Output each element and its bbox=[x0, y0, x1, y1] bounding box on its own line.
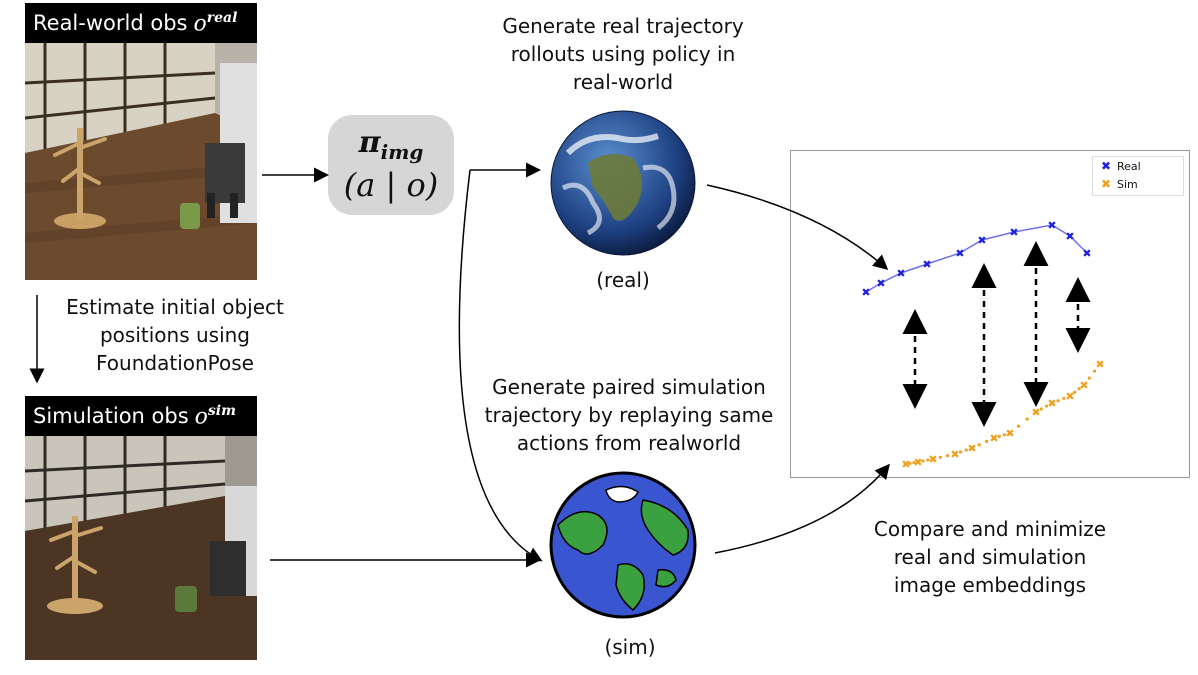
sim-trajectory-dot bbox=[1073, 390, 1077, 394]
sim-trajectory-dot bbox=[1025, 417, 1029, 421]
sim-trajectory-dot bbox=[1034, 410, 1038, 414]
real-caption: Generate real trajectory rollouts using … bbox=[502, 14, 744, 94]
sim-trajectory-dot bbox=[953, 452, 957, 456]
legend-sim: ✖Sim bbox=[1101, 177, 1138, 191]
sim-trajectory-dot bbox=[1044, 404, 1049, 408]
compare-caption: Compare and minimize real and simulation… bbox=[873, 517, 1107, 597]
sim-trajectory-dot bbox=[938, 455, 942, 459]
sim-caption: Generate paired simulation trajectory by… bbox=[484, 375, 774, 455]
sim-point-marker: ✖ bbox=[1047, 397, 1056, 410]
sim-trajectory-dot bbox=[926, 458, 930, 462]
sim-trajectory-dot bbox=[1039, 407, 1043, 411]
sim-point-marker: ✖ bbox=[1079, 379, 1088, 392]
real-point-marker: ✖ bbox=[896, 267, 905, 280]
real-point-marker: ✖ bbox=[955, 247, 964, 260]
real-obs-label-text: Real-world obs bbox=[33, 11, 188, 35]
real-trajectory-line bbox=[865, 224, 1088, 293]
real-point-marker: ✖ bbox=[876, 277, 885, 290]
real-scene-illustration bbox=[24, 43, 257, 280]
sim-point-marker: ✖ bbox=[1005, 427, 1014, 440]
estimate-caption: Estimate initial object positions using … bbox=[66, 295, 284, 375]
sim-trajectory-dot bbox=[959, 450, 963, 454]
real-point-marker: ✖ bbox=[1065, 230, 1074, 243]
sim-earth-icon bbox=[549, 471, 697, 619]
sim-trajectory-dot bbox=[970, 446, 974, 450]
real-point-marker: ✖ bbox=[922, 258, 931, 271]
pairing-arrows bbox=[902, 241, 1091, 427]
sim-globe-label: (sim) bbox=[604, 635, 656, 659]
legend-real: ✖Real bbox=[1101, 159, 1141, 173]
sim-trajectory-dot bbox=[1068, 394, 1072, 398]
legend-sim-marker: ✖ bbox=[1101, 177, 1112, 191]
sim-trajectory-dot bbox=[984, 439, 989, 443]
sim-trajectory-dot bbox=[1008, 431, 1012, 435]
sim-trajectory-dot bbox=[1082, 383, 1086, 387]
real-obs-symbol: oreal bbox=[193, 9, 238, 37]
sim-point-marker: ✖ bbox=[913, 456, 922, 469]
sim-point-marker: ✖ bbox=[989, 432, 998, 445]
sim-trajectory-dot bbox=[908, 461, 912, 465]
sim-trajectory-dot bbox=[992, 436, 996, 440]
sim-point-marker: ✖ bbox=[928, 453, 937, 466]
sim-point-marker: ✖ bbox=[1095, 358, 1104, 371]
plot-marks: ✖✖✖✖✖✖✖✖✖✖✖✖✖✖✖✖✖✖✖✖✖✖ bbox=[861, 219, 1104, 471]
sim-obs-image bbox=[24, 436, 257, 660]
real-obs-image bbox=[24, 43, 257, 280]
sim-scene-illustration bbox=[24, 436, 257, 660]
sim-trajectory-dot bbox=[1092, 369, 1097, 373]
sim-trajectory-dot bbox=[921, 459, 925, 463]
plot-legend: ✖Real ✖Sim bbox=[1092, 156, 1184, 196]
sim-point-marker: ✖ bbox=[967, 442, 976, 455]
real-point-marker: ✖ bbox=[977, 234, 986, 247]
policy-args: (a | o) bbox=[343, 165, 439, 204]
sim-obs-symbol: osim bbox=[194, 402, 236, 430]
sim-point-marker: ✖ bbox=[950, 448, 959, 461]
policy-box: πimg (a | o) bbox=[328, 115, 454, 215]
sim-trajectory-dot bbox=[1062, 396, 1066, 400]
arrow-sim-to-plot bbox=[714, 463, 890, 554]
sim-trajectory-dot bbox=[1098, 362, 1102, 366]
policy-symbol: πimg bbox=[358, 124, 424, 164]
real-point-marker: ✖ bbox=[1082, 247, 1091, 260]
real-obs-label: Real-world obs oreal bbox=[25, 3, 257, 43]
sim-trajectory-dot bbox=[1050, 401, 1054, 405]
real-globe-label: (real) bbox=[596, 268, 650, 292]
arrow-policy-to-sim bbox=[458, 169, 543, 562]
sim-trajectory-dot bbox=[931, 457, 935, 461]
sim-trajectory-dot bbox=[1016, 424, 1021, 428]
legend-real-marker: ✖ bbox=[1101, 159, 1112, 173]
real-point-marker: ✖ bbox=[861, 286, 870, 299]
sim-point-marker: ✖ bbox=[901, 458, 910, 471]
sim-point-marker: ✖ bbox=[1065, 390, 1074, 403]
sim-obs-label-text: Simulation obs bbox=[33, 404, 189, 428]
sim-trajectory-dot bbox=[1002, 433, 1007, 437]
sim-trajectory-dot bbox=[912, 461, 916, 465]
sim-trajectory-dot bbox=[1077, 387, 1081, 391]
sim-obs-label: Simulation obs osim bbox=[25, 396, 257, 436]
sim-trajectory-dot bbox=[916, 460, 920, 464]
sim-point-marker: ✖ bbox=[1031, 406, 1040, 419]
real-point-marker: ✖ bbox=[1009, 226, 1018, 239]
sim-trajectory-dot bbox=[1087, 376, 1091, 380]
estimate-arrow bbox=[29, 295, 45, 384]
sim-trajectory-dot bbox=[977, 443, 981, 447]
sim-trajectory-dot bbox=[997, 434, 1001, 438]
sim-trajectory-dot bbox=[945, 454, 950, 458]
arrow-real-to-plot bbox=[706, 184, 889, 270]
real-point-marker: ✖ bbox=[1047, 219, 1056, 232]
sim-trajectory-dot bbox=[1056, 399, 1060, 403]
real-earth-icon bbox=[550, 110, 696, 256]
sim-trajectory-dot bbox=[964, 448, 968, 452]
